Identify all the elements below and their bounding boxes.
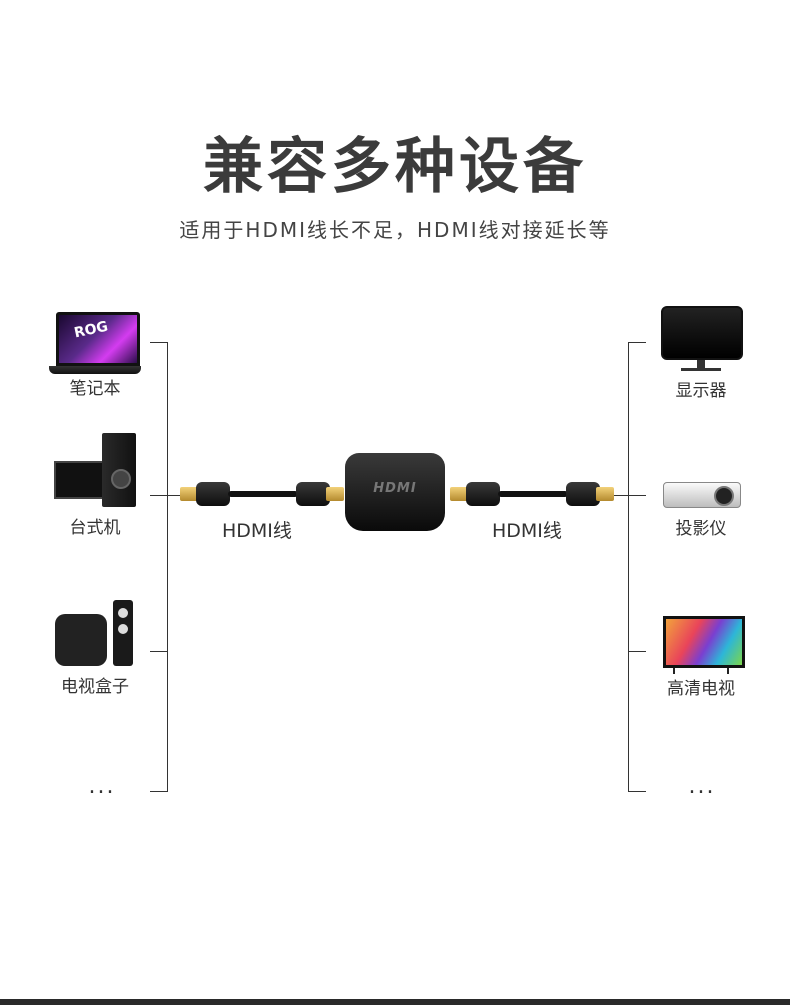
right-more-ellipsis: ... <box>688 774 716 799</box>
left-connector-line <box>167 495 187 496</box>
left-tick-2 <box>150 495 168 496</box>
device-hd-tv: 高清电视 <box>646 616 756 699</box>
device-label-desktop: 台式机 <box>69 518 121 538</box>
left-bracket <box>150 342 168 792</box>
left-cable-label: HDMI线 <box>222 520 292 542</box>
device-label-hd-tv: 高清电视 <box>667 679 735 699</box>
coupler-logo-text: HDMI <box>373 481 417 496</box>
laptop-icon: ROG <box>49 312 141 374</box>
right-bracket <box>628 342 646 792</box>
page-subtitle: 适用于HDMI线长不足，HDMI线对接延长等 <box>179 218 611 242</box>
hdmi-coupler: HDMI <box>345 453 445 531</box>
left-hdmi-cable <box>180 482 344 506</box>
page-title: 兼容多种设备 <box>203 132 587 202</box>
device-tv-box: 电视盒子 <box>40 600 150 697</box>
right-connector-line <box>608 495 628 496</box>
device-label-laptop: 笔记本 <box>69 379 121 399</box>
left-tick-3 <box>150 651 168 652</box>
device-label-tv-box: 电视盒子 <box>61 677 129 697</box>
bottom-divider <box>0 999 790 1005</box>
right-tick-2 <box>628 495 646 496</box>
right-cable-label: HDMI线 <box>492 520 562 542</box>
hd-tv-icon <box>663 616 745 674</box>
device-desktop: 台式机 <box>40 433 150 538</box>
projector-icon <box>663 482 741 508</box>
left-more-ellipsis: ... <box>88 774 116 799</box>
device-label-monitor: 显示器 <box>675 381 727 401</box>
desktop-computer-icon <box>54 433 136 507</box>
tv-box-icon <box>55 600 135 666</box>
device-projector: 投影仪 <box>646 482 756 539</box>
device-monitor: 显示器 <box>646 306 756 401</box>
device-label-projector: 投影仪 <box>675 519 727 539</box>
right-hdmi-cable <box>450 482 614 506</box>
right-tick-3 <box>628 651 646 652</box>
device-laptop: ROG 笔记本 <box>40 312 150 399</box>
monitor-icon <box>661 306 743 371</box>
